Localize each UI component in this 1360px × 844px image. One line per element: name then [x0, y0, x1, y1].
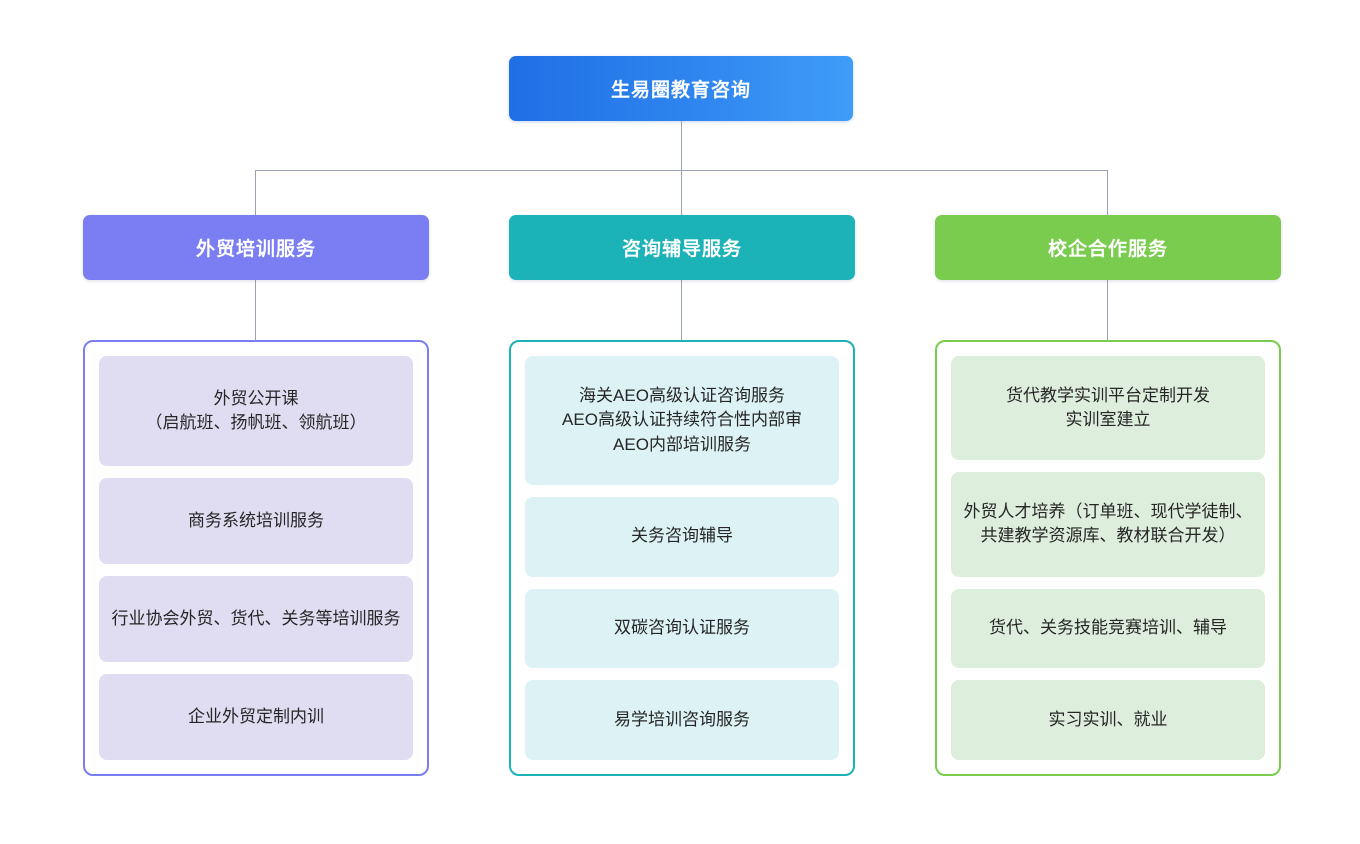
connector-drop-left — [255, 170, 256, 216]
connector-stub-middle — [681, 280, 682, 341]
list-item[interactable]: 货代、关务技能竞赛培训、辅导 — [951, 588, 1265, 669]
item-label: 外贸人才培养（订单班、现代学徒制、共建教学资源库、教材联合开发） — [963, 501, 1253, 546]
item-label: 实习实训、就业 — [1048, 709, 1168, 729]
connector-drop-right — [1107, 170, 1108, 216]
connector-drop-middle — [681, 170, 682, 216]
item-label: 双碳咨询认证服务 — [614, 618, 750, 638]
item-label: 货代、关务技能竞赛培训、辅导 — [989, 618, 1227, 638]
root-node[interactable]: 生易圈教育咨询 — [509, 56, 853, 121]
group-box-consulting-tutoring: 海关AEO高级认证咨询服务 AEO高级认证持续符合性内部审 AEO内部培训服务 … — [509, 340, 855, 776]
connector-root-stem — [681, 121, 682, 171]
item-label: 外贸公开课 （启航班、扬帆班、领航班） — [145, 388, 367, 433]
item-label: 行业协会外贸、货代、关务等培训服务 — [111, 608, 401, 628]
branch-column-consulting-tutoring: 咨询辅导服务 — [509, 215, 855, 280]
branch-header-foreign-trade-training[interactable]: 外贸培训服务 — [83, 215, 429, 280]
list-item[interactable]: 外贸公开课 （启航班、扬帆班、领航班） — [99, 356, 413, 467]
connector-stub-right — [1107, 280, 1108, 341]
item-label: 易学培训咨询服务 — [614, 709, 750, 729]
group-box-foreign-trade-training: 外贸公开课 （启航班、扬帆班、领航班） 商务系统培训服务 行业协会外贸、货代、关… — [83, 340, 429, 776]
item-label: 商务系统培训服务 — [188, 511, 324, 531]
branch-header-label: 校企合作服务 — [1047, 239, 1168, 260]
list-item[interactable]: 关务咨询辅导 — [525, 496, 839, 577]
branch-header-label: 咨询辅导服务 — [621, 239, 742, 260]
list-item[interactable]: 商务系统培训服务 — [99, 478, 413, 565]
item-label: 企业外贸定制内训 — [188, 706, 324, 726]
list-item[interactable]: 外贸人才培养（订单班、现代学徒制、共建教学资源库、教材联合开发） — [951, 472, 1265, 577]
list-item[interactable]: 海关AEO高级认证咨询服务 AEO高级认证持续符合性内部审 AEO内部培训服务 — [525, 356, 839, 485]
group-box-school-enterprise-cooperation: 货代教学实训平台定制开发 实训室建立 外贸人才培养（订单班、现代学徒制、共建教学… — [935, 340, 1281, 776]
branch-header-school-enterprise-cooperation[interactable]: 校企合作服务 — [935, 215, 1281, 280]
list-item[interactable]: 行业协会外贸、货代、关务等培训服务 — [99, 576, 413, 663]
list-item[interactable]: 企业外贸定制内训 — [99, 674, 413, 761]
branch-column-foreign-trade-training: 外贸培训服务 — [83, 215, 429, 280]
item-label: 海关AEO高级认证咨询服务 AEO高级认证持续符合性内部审 AEO内部培训服务 — [562, 385, 802, 454]
list-item[interactable]: 实习实训、就业 — [951, 680, 1265, 761]
list-item[interactable]: 货代教学实训平台定制开发 实训室建立 — [951, 356, 1265, 461]
list-item[interactable]: 双碳咨询认证服务 — [525, 588, 839, 669]
root-node-label: 生易圈教育咨询 — [610, 80, 751, 101]
connector-stub-left — [255, 280, 256, 341]
branch-header-label: 外贸培训服务 — [195, 239, 316, 260]
item-label: 货代教学实训平台定制开发 实训室建立 — [1006, 385, 1210, 430]
branch-header-consulting-tutoring[interactable]: 咨询辅导服务 — [509, 215, 855, 280]
item-label: 关务咨询辅导 — [631, 526, 733, 546]
branch-column-school-enterprise-cooperation: 校企合作服务 — [935, 215, 1281, 280]
list-item[interactable]: 易学培训咨询服务 — [525, 680, 839, 761]
